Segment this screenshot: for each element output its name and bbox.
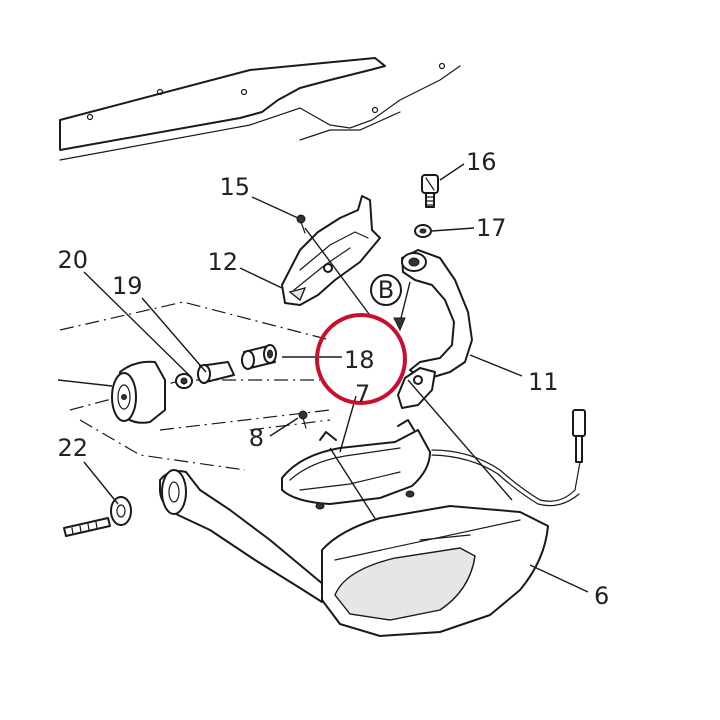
part-6-mirror <box>159 469 549 637</box>
detail-marker-label: B <box>378 276 394 304</box>
part-18-collar <box>241 344 277 370</box>
callout-11: 11 <box>528 368 559 396</box>
leader-lines <box>57 163 589 593</box>
callout-16: 16 <box>466 148 497 176</box>
callout-17: 17 <box>476 214 507 242</box>
callout-8: 8 <box>249 424 264 452</box>
part-16-bolt <box>421 174 439 208</box>
wire-harness <box>431 409 586 507</box>
callout-6: 6 <box>594 582 609 610</box>
callout-12: 12 <box>207 248 238 276</box>
callout-18: 18 <box>344 346 375 374</box>
alignment-lines <box>59 301 331 471</box>
part-7-lamp <box>281 419 431 510</box>
callout-15: 15 <box>219 173 250 201</box>
callout-labels: 15 12 16 17 20 19 18 7 8 11 6 22 <box>57 148 609 610</box>
highlight-circle <box>315 313 407 405</box>
callout-7: 7 <box>355 380 370 408</box>
callout-22: 22 <box>57 434 88 462</box>
part-8-screw <box>298 410 308 429</box>
part-15-screw <box>296 214 306 234</box>
part-22-bolt <box>63 496 132 537</box>
callout-20: 20 <box>57 246 88 274</box>
callout-19: 19 <box>112 272 143 300</box>
frame-outline <box>59 57 461 161</box>
part-20-mount <box>111 360 166 424</box>
part-12-bracket <box>281 195 381 306</box>
part-19-spacer <box>175 361 235 389</box>
part-17-washer <box>414 224 432 238</box>
detail-marker-b: B <box>370 274 411 332</box>
part-11-support-arm <box>397 249 473 409</box>
